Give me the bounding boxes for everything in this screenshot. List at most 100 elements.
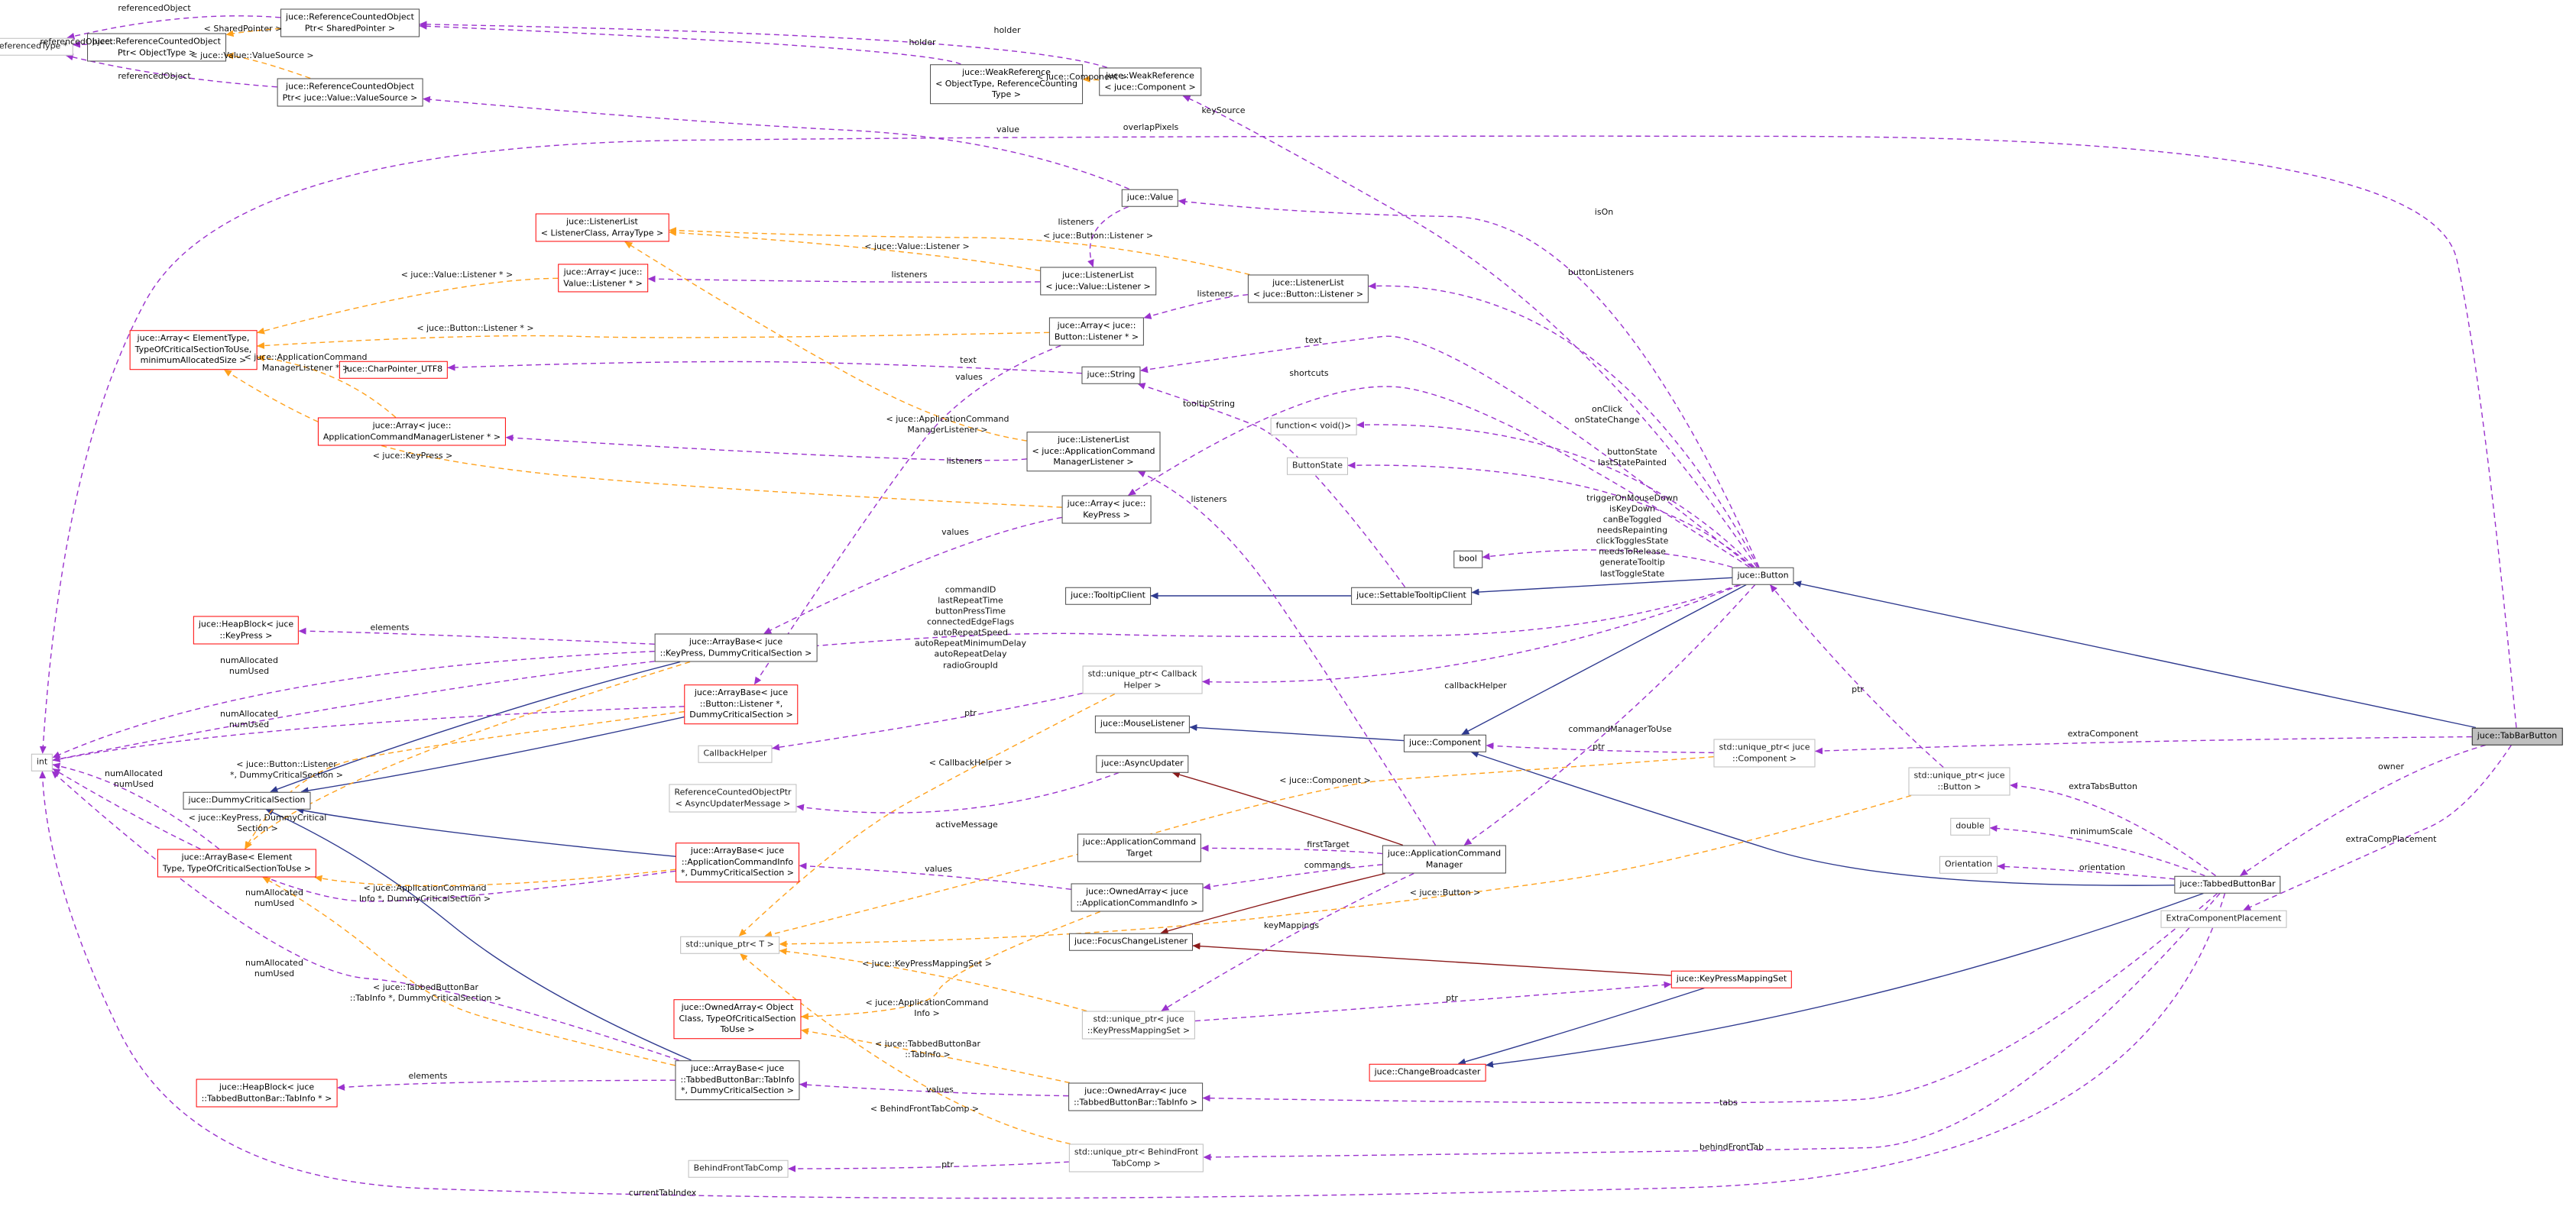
- node-juce-array-juce-applicationcommandmanagerlistene[interactable]: juce::Array< juce::ApplicationCommandMan…: [317, 417, 507, 446]
- node-label-line: std::unique_ptr< juce: [1719, 742, 1810, 752]
- node-label-line: < ListenerClass, ArrayType >: [540, 228, 664, 238]
- node-label-line: function< void()>: [1275, 420, 1352, 431]
- edge-use-n40-n41: [1201, 844, 1383, 855]
- node-juce-tooltipclient[interactable]: juce::TooltipClient: [1065, 587, 1151, 605]
- node-label-line: ::TabbedButtonBar::TabInfo * >: [201, 1093, 332, 1103]
- node-juce-settabletooltipclient[interactable]: juce::SettableTooltipClient: [1351, 587, 1472, 605]
- node-label-line: Type >: [992, 89, 1021, 100]
- node-juce-ownedarray-juce-applicationcommandinfo-[interactable]: juce::OwnedArray< juce::ApplicationComma…: [1071, 883, 1204, 912]
- node-juce-listenerlist-juce-applicationcommand-manage[interactable]: juce::ListenerList< juce::ApplicationCom…: [1026, 432, 1161, 471]
- edge-tmpl-n12-n8: [669, 227, 1250, 276]
- node-juce-asyncupdater[interactable]: juce::AsyncUpdater: [1096, 755, 1189, 773]
- node-juce-arraybase-juce-button-listener-dummycritica[interactable]: juce::ArrayBase< juce::Button::Listener …: [684, 684, 799, 724]
- node-juce-button[interactable]: juce::Button: [1732, 567, 1794, 585]
- edge-use-n12-n13: [1143, 293, 1249, 319]
- node-juce-listenerlist-juce-value-listener-[interactable]: juce::ListenerList< juce::Value::Listene…: [1040, 267, 1156, 296]
- edge-use-n3-n1: [66, 15, 281, 40]
- edge-use-n26-n25: [298, 627, 655, 645]
- node-label-line: ReferenceCountedObjectPtr: [674, 787, 792, 797]
- node-label-line: juce::ArrayBase< juce: [694, 687, 789, 698]
- node-label-line: juce::HeapBlock< juce: [198, 619, 294, 629]
- node-bool[interactable]: bool: [1453, 550, 1482, 568]
- node-label-line: juce::ReferenceCountedObject: [286, 81, 414, 92]
- node-label-line: TypeOfCriticalSectionToUse,: [134, 344, 252, 354]
- node-juce-array-juce-value-listener-[interactable]: juce::Array< juce::Value::Listener * >: [558, 264, 648, 293]
- node-juce-value[interactable]: juce::Value: [1121, 189, 1179, 207]
- node-label-line: Button::Listener * >: [1054, 332, 1139, 341]
- node-juce-heapblock-juce-keypress-[interactable]: juce::HeapBlock< juce::KeyPress >: [193, 616, 300, 645]
- edge-use-n51-n35: [51, 770, 679, 1061]
- node-label-line: juce::WeakReference: [1106, 70, 1194, 81]
- node-label-line: ManagerListener >: [1053, 457, 1134, 467]
- node-label-line: TabComp >: [1112, 1158, 1161, 1168]
- edge-use-n24-n27: [1202, 584, 1742, 686]
- edge-tmpl-n27-n46: [738, 693, 1116, 937]
- node-juce-heapblock-juce-tabbedbuttonbar-tabinfo-[interactable]: juce::HeapBlock< juce::TabbedButtonBar::…: [196, 1079, 338, 1108]
- node-label-line: Manager: [1425, 859, 1463, 869]
- node-label-line: juce::ArrayBase< juce: [690, 1063, 785, 1074]
- node-juce-keypressmappingset[interactable]: juce::KeyPressMappingSet: [1670, 970, 1793, 988]
- node-juce-arraybase-juce-keypress-dummycriticalsectio[interactable]: juce::ArrayBase< juce::KeyPress, DummyCr…: [654, 633, 818, 662]
- node-juce-dummycriticalsection[interactable]: juce::DummyCriticalSection: [183, 791, 311, 810]
- node-label-line: BehindFrontTabComp: [693, 1163, 783, 1173]
- node-std-unique-ptr-juce-keypressmappingset-: std::unique_ptr< juce::KeyPressMappingSe…: [1081, 1011, 1196, 1040]
- node-juce-listenerlist-listenerclass-arraytype-[interactable]: juce::ListenerList< ListenerClass, Array…: [535, 213, 669, 242]
- node-juce-weakreference-juce-component-[interactable]: juce::WeakReference< juce::Component >: [1099, 67, 1201, 96]
- node-juce-tabbedbuttonbar[interactable]: juce::TabbedButtonBar: [2174, 875, 2281, 894]
- node-juce-component[interactable]: juce::Component: [1403, 734, 1487, 752]
- edge-use-n24-n21: [1482, 549, 1733, 568]
- edge-use-n33-n32: [1486, 742, 1714, 754]
- node-label-line: ReferencedType *: [0, 40, 68, 51]
- node-label-line: ButtonState: [1292, 460, 1343, 471]
- node-referencedtype-: ReferencedType *: [0, 37, 73, 56]
- node-label-line: < ObjectType, ReferenceCounting: [935, 78, 1077, 89]
- edge-use-n40-n42: [1203, 864, 1383, 891]
- node-label-line: CallbackHelper: [703, 748, 767, 759]
- node-label-line: Ptr< ObjectType >: [117, 47, 196, 57]
- edge-use-n56-n57: [2240, 744, 2486, 877]
- edge-use-n24-n18: [1128, 386, 1750, 568]
- node-label-line: ::TabbedButtonBar::TabInfo >: [1074, 1097, 1197, 1107]
- edge-tmpl-n3-n2: [225, 27, 281, 37]
- node-label-line: juce::ListenerList: [566, 216, 638, 227]
- edge-tmpl-n11-n8: [669, 229, 1041, 272]
- edge-use-n17-n16: [505, 434, 1027, 461]
- edge-use-n54-n55: [788, 1161, 1070, 1173]
- node-label-line: juce::ListenerList: [1062, 270, 1134, 280]
- node-juce-string[interactable]: juce::String: [1081, 366, 1141, 384]
- node-juce-mouselistener[interactable]: juce::MouseListener: [1094, 715, 1191, 733]
- edge-inh-n28-n36: [300, 716, 685, 794]
- node-label-line: juce::ApplicationCommand: [1387, 848, 1502, 859]
- node-label-line: juce::HeapBlock< juce: [219, 1082, 315, 1092]
- node-label-line: juce::TabbedButtonBar: [2179, 878, 2276, 889]
- node-label-line: < juce::Component >: [1104, 82, 1196, 92]
- node-callbackhelper: CallbackHelper: [698, 745, 773, 763]
- edge-use-n45-n35: [52, 762, 220, 850]
- node-juce-listenerlist-juce-button-listener-[interactable]: juce::ListenerList< juce::Button::Listen…: [1247, 274, 1369, 303]
- node-juce-focuschangelistener[interactable]: juce::FocusChangeListener: [1068, 933, 1194, 951]
- node-juce-changebroadcaster[interactable]: juce::ChangeBroadcaster: [1369, 1063, 1486, 1082]
- node-juce-array-juce-button-listener-[interactable]: juce::Array< juce::Button::Listener * >: [1048, 317, 1145, 346]
- node-juce-arraybase-juce-tabbedbuttonbar-tabinfo-dumm[interactable]: juce::ArrayBase< juce::TabbedButtonBar::…: [675, 1060, 800, 1100]
- node-juce-arraybase-juce-applicationcommandinfo-dummy[interactable]: juce::ArrayBase< juce::ApplicationComman…: [676, 843, 799, 882]
- node-juce-tabbarbutton[interactable]: juce::TabBarButton: [2471, 727, 2563, 746]
- node-std-unique-ptr-juce-component-: std::unique_ptr< juce::Component >: [1713, 739, 1816, 768]
- edge-use-n57-n52: [1202, 892, 2218, 1104]
- node-label-line: juce::OwnedArray< juce: [1086, 886, 1188, 897]
- node-juce-weakreference-objecttype-referencecounting-[interactable]: juce::WeakReference< ObjectType, Referen…: [930, 64, 1083, 104]
- node-juce-ownedarray-juce-tabbedbuttonbar-tabinfo-[interactable]: juce::OwnedArray< juce::TabbedButtonBar:…: [1068, 1082, 1203, 1111]
- node-std-unique-ptr-juce-button-: std::unique_ptr< juce::Button >: [1908, 767, 2011, 796]
- node-juce-charpointer-utf8[interactable]: juce::CharPointer_UTF8: [339, 361, 449, 379]
- node-juce-array-elementtype-typeofcriticalsectiontous[interactable]: juce::Array< ElementType,TypeOfCriticalS…: [129, 330, 258, 370]
- node-juce-array-juce-keypress-[interactable]: juce::Array< juce::KeyPress >: [1061, 495, 1152, 524]
- edge-use-n57-n37: [2010, 782, 2216, 877]
